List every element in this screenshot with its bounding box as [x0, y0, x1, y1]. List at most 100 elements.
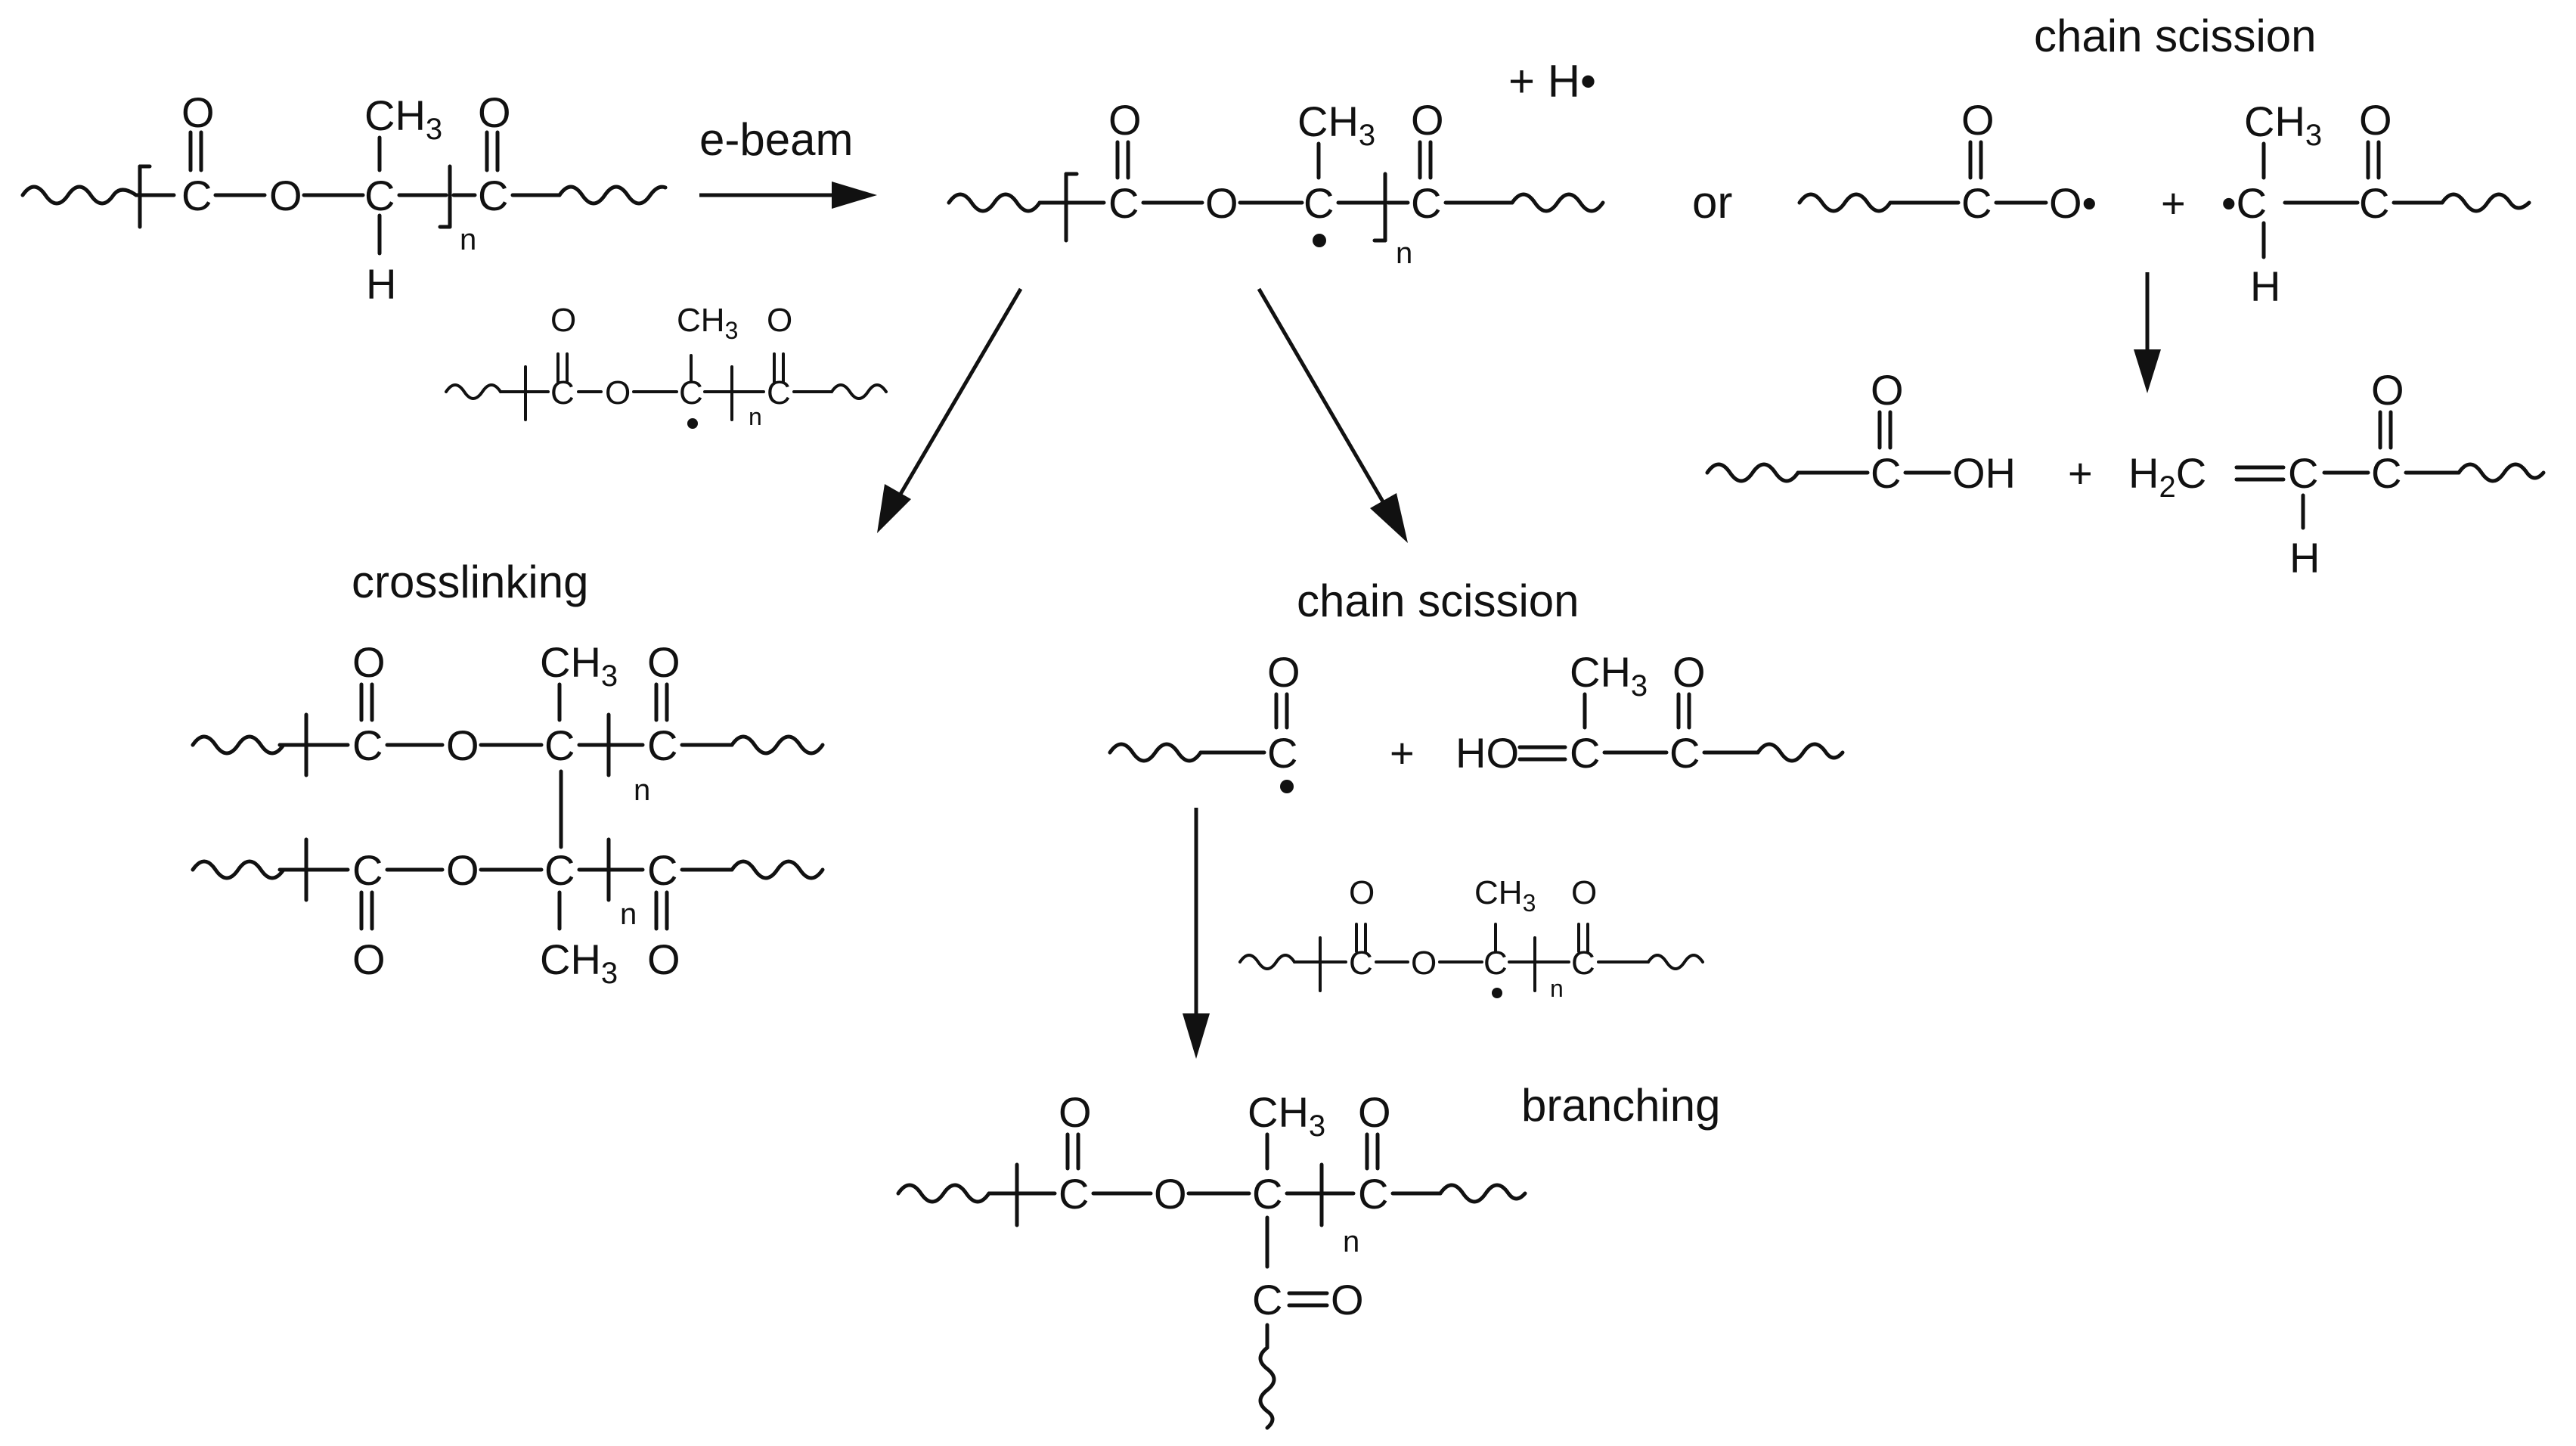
oxygen-atom: O: [1205, 179, 1238, 227]
radical-dot: [1492, 988, 1502, 998]
carbon-atom: C: [364, 172, 395, 219]
wavy-chain-end: [947, 192, 1042, 213]
repeat-count: n: [1396, 237, 1412, 270]
methyl-group: CH3: [540, 936, 618, 990]
hydrogen-atom: H: [2250, 262, 2280, 310]
methyl-group: CH3: [1474, 874, 1536, 917]
wavy-chain-end: [20, 185, 138, 206]
hydrogen-radical: + H•: [1508, 56, 1596, 107]
crosslinking-label: crosslinking: [352, 557, 588, 607]
carbon-atom: C: [767, 374, 791, 411]
methyl-group: CH3: [540, 638, 618, 693]
oxygen-atom: O: [647, 936, 680, 983]
methyl-group: CH3: [1570, 648, 1648, 703]
carbon-atom: C: [1252, 1276, 1282, 1323]
carbon-atom: C: [1267, 729, 1297, 777]
polymer-radical-reagent-right: C O O C CH3 n C O: [1238, 874, 1704, 1002]
carbon-atom: C: [550, 374, 575, 411]
oxygen-atom: O: [1961, 96, 1995, 144]
hydrogen-atom: H: [366, 260, 396, 308]
carbon-atom: C: [544, 846, 575, 894]
polymer-radical: C O O C CH3 n C O + H•: [947, 56, 1605, 270]
radical-dot: [1280, 780, 1294, 793]
chain-scission-heading-mid: chain scission: [1297, 576, 1579, 626]
carbon-radical: •C: [2221, 179, 2267, 227]
carbon-atom: C: [544, 721, 575, 769]
hydroxyl-group: HO: [1455, 729, 1519, 777]
oxygen-atom: O: [1331, 1276, 1364, 1323]
plus-sign: +: [2161, 179, 2186, 227]
oxygen-atom: O: [1154, 1170, 1187, 1218]
carbon-atom: C: [2359, 179, 2389, 227]
wavy-chain-end-vertical: [1258, 1345, 1276, 1430]
carbon-atom: C: [2288, 449, 2318, 497]
chain-scission-products: chain scission C O + HO C CH3 C O: [1108, 576, 1845, 1059]
oxygen-atom: O: [446, 846, 479, 894]
wavy-chain-end: [1238, 954, 1296, 970]
carbon-atom: C: [1059, 1170, 1089, 1218]
wavy-chain-end: [1705, 462, 1800, 483]
oxygen-atom: O: [605, 374, 631, 411]
crosslinking-product: crosslinking C O O C CH3 n C O C O O C: [191, 557, 825, 990]
wavy-chain-end: [445, 383, 502, 400]
carbon-atom: C: [181, 172, 212, 219]
radical-dot: [687, 418, 698, 429]
wavy-chain-end: [1756, 742, 1845, 763]
carbon-atom: C: [1961, 179, 1992, 227]
oxygen-atom: O: [647, 638, 680, 686]
oxygen-atom: O: [352, 936, 386, 983]
radical-dot: [1313, 234, 1326, 247]
chain-scission-heading-top: chain scission: [2034, 11, 2317, 61]
wavy-chain-end: [1108, 742, 1203, 763]
wavy-chain-end: [1438, 1183, 1527, 1204]
oxygen-atom: O: [181, 88, 215, 136]
oxygen-atom: O: [1672, 648, 1706, 696]
oxygen-atom: O: [1571, 874, 1597, 911]
oxygen-atom: O: [767, 302, 792, 339]
oxygen-atom: O: [550, 302, 576, 339]
oxygen-atom: O: [1411, 96, 1444, 144]
oxygen-atom: O: [269, 172, 302, 219]
carbon-atom: C: [1303, 179, 1334, 227]
chain-scission-alternate: chain scission or C O O• + •C CH3 H C O …: [1692, 11, 2546, 582]
hydrogen-atom: H: [2289, 534, 2320, 582]
oxygen-atom: O: [478, 88, 511, 136]
methyl-group: CH3: [1297, 98, 1375, 152]
methyl-group: CH3: [1248, 1088, 1325, 1143]
plus-sign: +: [1390, 729, 1415, 777]
oxygen-atom: O: [1411, 945, 1437, 982]
oxygen-atom: O: [1871, 366, 1904, 414]
oxygen-atom: O: [1059, 1088, 1092, 1136]
carbon-atom: C: [2371, 449, 2401, 497]
ebeam-label: e-beam: [699, 114, 853, 165]
wavy-chain-end: [2457, 462, 2546, 483]
carbon-atom: C: [1108, 179, 1139, 227]
branching-label: branching: [1521, 1080, 1721, 1131]
hydroxyl-group: OH: [1952, 449, 2016, 497]
carbon-atom: C: [1669, 729, 1700, 777]
repeat-count: n: [460, 223, 476, 256]
carbon-atom: C: [1871, 449, 1901, 497]
branching-product: branching C O O C CH3 n C O C O: [896, 1080, 1721, 1430]
carbon-atom: C: [352, 846, 383, 894]
wavy-chain-end: [191, 859, 286, 880]
carbon-atom: C: [1571, 945, 1595, 982]
oxygen-atom: O: [2359, 96, 2392, 144]
wavy-chain-end: [730, 859, 825, 880]
arrow-to-chain-scission: [1257, 287, 1408, 543]
methylene-group: H2C: [2128, 449, 2206, 504]
carbon-atom: C: [1358, 1170, 1388, 1218]
carbon-atom: C: [352, 721, 383, 769]
carbon-atom: C: [478, 172, 508, 219]
carbon-atom: C: [647, 846, 677, 894]
polymer-repeat-unit-start: C O O C CH3 H n C O: [20, 88, 668, 308]
carbon-atom: C: [1411, 179, 1441, 227]
wavy-chain-end: [191, 734, 286, 756]
polymer-radical-reagent-left: C O O C CH3 n C O: [445, 302, 888, 430]
or-label: or: [1692, 177, 1732, 228]
oxygen-atom: O: [1349, 874, 1375, 911]
repeat-count: n: [1550, 975, 1564, 1002]
oxygen-atom: O: [1267, 648, 1300, 696]
repeat-count: n: [634, 774, 650, 807]
oxygen-atom: O: [1358, 1088, 1391, 1136]
